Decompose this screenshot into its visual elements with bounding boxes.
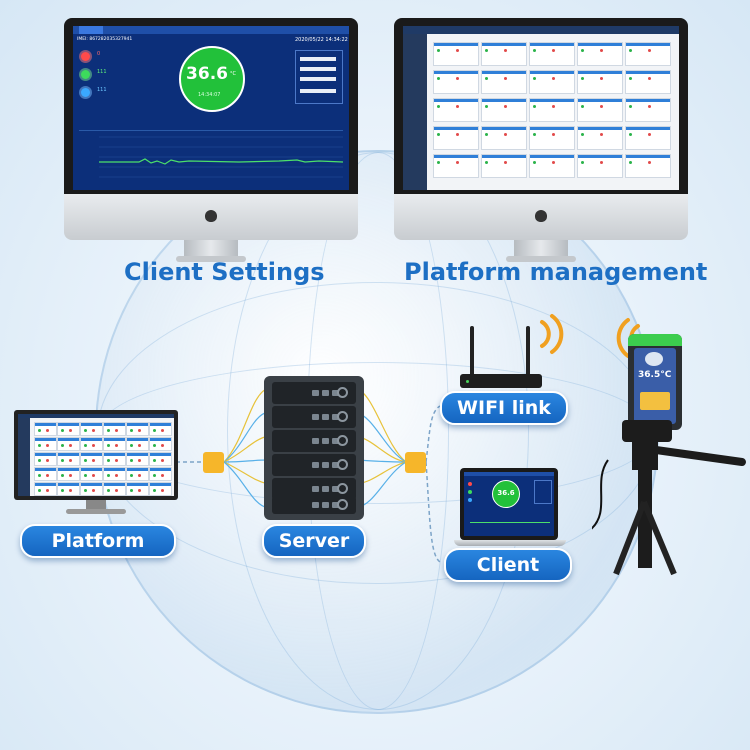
dashboard-card: [80, 452, 103, 466]
dashboard-card: [529, 98, 575, 122]
dashboard-card: [577, 70, 623, 94]
dashboard-card: [126, 467, 149, 481]
connector-right: [405, 452, 426, 473]
dashboard-card: [34, 467, 57, 481]
dashboard-card: [149, 437, 172, 451]
dashboard-card: [34, 452, 57, 466]
dashboard-card: [103, 422, 126, 436]
thermometer-device: 36.5°C: [628, 334, 682, 430]
temperature-time: 14:34:07: [198, 92, 221, 98]
dashboard-card: [529, 126, 575, 150]
dashboard-card: [57, 452, 80, 466]
dashboard-card: [529, 154, 575, 178]
dashboard-card: [103, 437, 126, 451]
stat-blue-value: 111: [97, 87, 107, 93]
dashboard-card: [57, 467, 80, 481]
wifi-signal-icon: [540, 314, 564, 354]
client-laptop: 36.6: [454, 468, 566, 552]
dashboard-card: [57, 437, 80, 451]
dashboard-card: [80, 422, 103, 436]
dashboard-card: [57, 422, 80, 436]
stat-red-icon: [81, 52, 90, 61]
laptop-temp-value: 36.6: [497, 489, 515, 497]
dashboard-card: [34, 437, 57, 451]
wifi-router: [460, 326, 544, 392]
laptop-temp-circle: [492, 480, 520, 508]
dashboard-card: [481, 154, 527, 178]
tripod: [592, 420, 746, 576]
dashboard-card: [625, 70, 671, 94]
dashboard-card: [34, 422, 57, 436]
dashboard-card: [433, 154, 479, 178]
temperature-chart: [79, 130, 344, 187]
dashboard-card: [80, 437, 103, 451]
dashboard-card: [433, 42, 479, 66]
apple-logo-icon: [535, 210, 547, 222]
dashboard-card: [625, 154, 671, 178]
dashboard-card: [126, 422, 149, 436]
dashboard-card: [625, 126, 671, 150]
apple-logo-icon: [205, 210, 217, 222]
server-label: Server: [262, 524, 366, 558]
temperature-unit: °C: [230, 71, 236, 77]
dashboard-card: [433, 98, 479, 122]
client-header-id: IMEI: 867282035327941: [77, 37, 133, 42]
client-datetime: 2020/05/22 14:34:22: [295, 37, 348, 43]
dashboard-card: [433, 126, 479, 150]
dashboard-card: [577, 126, 623, 150]
dashboard-card: [481, 42, 527, 66]
client-settings-heading: Client Settings: [124, 258, 325, 286]
dashboard-card: [126, 437, 149, 451]
dashboard-card: [577, 154, 623, 178]
dashboard-card: [625, 42, 671, 66]
dashboard-card: [529, 42, 575, 66]
platform-monitor: [14, 410, 178, 516]
client-settings-monitor: IMEI: 867282035327941 2020/05/22 14:34:2…: [64, 18, 358, 262]
dashboard-card: [625, 98, 671, 122]
dashboard-card: [34, 482, 57, 496]
platform-mini-screen: [18, 414, 174, 496]
client-label: Client: [444, 548, 572, 582]
dashboard-card: [481, 126, 527, 150]
stat-green-icon: [81, 70, 90, 79]
dashboard-card: [481, 98, 527, 122]
dashboard-card: [103, 452, 126, 466]
temperature-value: 36.6: [186, 64, 228, 84]
laptop-screen: 36.6: [464, 472, 554, 536]
platform-label: Platform: [20, 524, 176, 558]
platform-management-heading: Platform management: [404, 258, 708, 286]
dashboard-card: [433, 70, 479, 94]
settings-panel: [295, 50, 343, 104]
server-rack: [264, 376, 364, 520]
stat-green-value: 111: [97, 69, 107, 75]
dashboard-card: [80, 482, 103, 496]
dashboard-card: [80, 467, 103, 481]
dashboard-card: [103, 467, 126, 481]
dashboard-card: [149, 452, 172, 466]
client-screen: IMEI: 867282035327941 2020/05/22 14:34:2…: [73, 26, 349, 190]
temperature-circle: [179, 46, 245, 112]
dashboard-card: [57, 482, 80, 496]
dashboard-card: [149, 467, 172, 481]
dashboard-card: [149, 422, 172, 436]
dashboard-card: [126, 452, 149, 466]
platform-screen: [403, 26, 679, 190]
dashboard-card: [126, 482, 149, 496]
dashboard-card: [577, 42, 623, 66]
dashboard-card: [481, 70, 527, 94]
device-reading: 36.5°C: [638, 370, 672, 380]
connector-left: [203, 452, 224, 473]
platform-management-monitor: [394, 18, 688, 262]
dashboard-card: [103, 482, 126, 496]
dashboard-card: [529, 70, 575, 94]
wifi-link-label: WIFI link: [440, 391, 568, 425]
dashboard-card: [577, 98, 623, 122]
stat-blue-icon: [81, 88, 90, 97]
stat-red-value: 0: [97, 51, 101, 57]
dashboard-card: [149, 482, 172, 496]
